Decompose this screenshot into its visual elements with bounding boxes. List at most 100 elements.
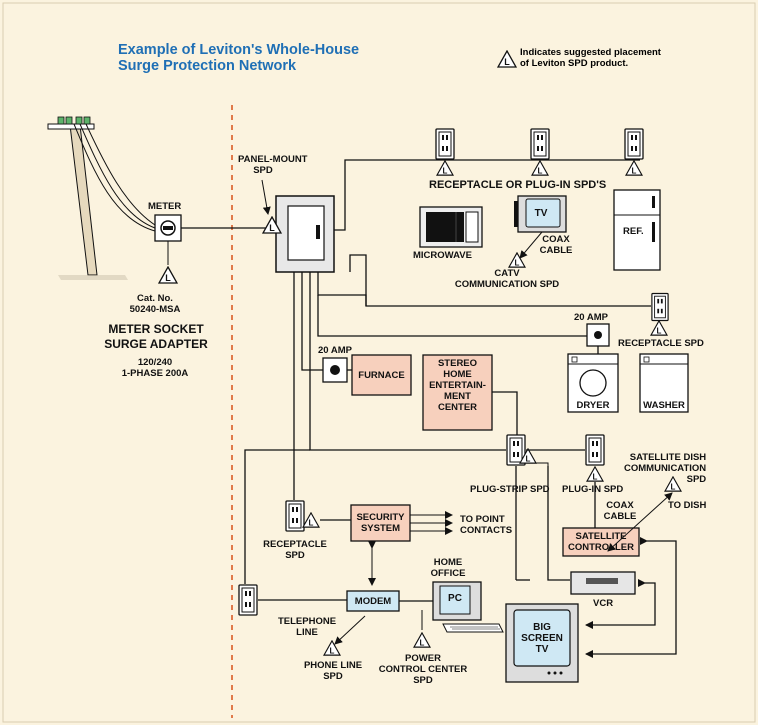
stereo-line-2: HOME	[443, 369, 472, 380]
meter-socket-line-1: METER SOCKET	[108, 322, 204, 336]
security-system-label: SECURITY SYSTEM	[351, 512, 410, 534]
spec-label: 120/240 1-PHASE 200A	[100, 357, 210, 379]
receptacle-spd-icon-2	[531, 160, 549, 176]
amp-dryer-label: 20 AMP	[574, 312, 608, 323]
washer-label: WASHER	[643, 400, 685, 411]
home-office-line-1: HOME	[433, 557, 463, 568]
big-tv-line-1: BIG	[533, 622, 551, 633]
outlet-plug-in	[585, 434, 605, 466]
catv-line-1: CATV	[494, 268, 520, 279]
meter-socket-label: METER SOCKET SURGE ADAPTER	[92, 322, 220, 352]
stereo-line-4: MENT	[444, 391, 471, 402]
title-line-2: Surge Protection Network	[118, 58, 297, 74]
big-tv-line-2: SCREEN	[521, 633, 563, 644]
amp-furnace-label: 20 AMP	[318, 345, 352, 356]
telephone-line-1: TELEPHONE	[277, 616, 337, 627]
satellite-spd-label: SATELLITE DISH COMMUNICATION SPD	[624, 452, 706, 485]
receptacle2-line-2: SPD	[285, 550, 305, 561]
electrical-panel	[275, 195, 335, 273]
coax-line-1: COAX	[542, 234, 570, 245]
meter-socket-line-2: SURGE ADAPTER	[104, 337, 208, 351]
title-line-1: Example of Leviton's Whole-House	[118, 42, 360, 58]
meter-label: METER	[148, 201, 182, 212]
stereo-box	[422, 354, 493, 431]
washer	[639, 353, 689, 413]
ref-label: REF.	[623, 226, 644, 237]
to-point-line-2: CONTACTS	[460, 525, 513, 536]
sat-line-3: SPD	[686, 474, 707, 485]
sat-ctrl-line-1: SATELLITE	[575, 531, 627, 542]
security-line-2: SYSTEM	[360, 523, 401, 534]
to-point-line-1: TO POINT	[460, 514, 505, 525]
receptacle-plugin-label: RECEPTACLE OR PLUG-IN SPD'S	[429, 179, 607, 191]
sat-line-2: COMMUNICATION	[624, 463, 707, 474]
outlet-tv	[530, 128, 550, 160]
receptacle-2-label: RECEPTACLE SPD	[262, 539, 328, 561]
power-line-2: CONTROL CENTER	[378, 664, 468, 675]
dryer-label: DRYER	[576, 400, 610, 411]
telephone-line-2: LINE	[296, 627, 318, 638]
stereo-line-5: CENTER	[437, 402, 478, 413]
security-spd-icon	[302, 512, 320, 528]
security-line-1: SECURITY	[356, 512, 405, 523]
vcr	[570, 571, 636, 595]
small-tv	[514, 195, 567, 233]
catv-line-2: COMMUNICATION SPD	[454, 279, 560, 290]
diagram-title: Example of Leviton's Whole-House Surge P…	[118, 42, 359, 74]
coax-line-2: CABLE	[539, 245, 573, 256]
plug-strip-label: PLUG-STRIP SPD	[470, 484, 550, 495]
receptacle-spd-label: RECEPTACLE SPD	[618, 338, 704, 349]
big-screen-tv-label: BIG SCREEN TV	[514, 622, 570, 655]
plug-in-spd-icon	[586, 466, 604, 482]
spec-line-1: 120/240	[137, 357, 173, 368]
to-dish-label: TO DISH	[668, 500, 707, 511]
receptacle-spd-icon-1	[436, 160, 454, 176]
stereo-label: STEREO HOME ENTERTAIN- MENT CENTER	[423, 358, 492, 413]
cat-no-label: Cat. No. 50240-MSA	[100, 293, 210, 315]
dryer	[567, 353, 619, 413]
utility-pole	[47, 116, 156, 280]
home-office-label: HOME OFFICE	[425, 557, 471, 579]
pc-label: PC	[448, 593, 462, 604]
phone-line-spd-label: PHONE LINE SPD	[298, 660, 368, 682]
panel-line-2: SPD	[253, 165, 273, 176]
furnace-box	[351, 354, 412, 396]
coax-label: COAX CABLE	[531, 234, 581, 256]
home-office-line-2: OFFICE	[430, 568, 466, 579]
spec-line-2: 1-PHASE 200A	[121, 368, 189, 379]
coax-cable-2-label: COAX CABLE	[600, 500, 640, 522]
power-line-3: SPD	[413, 675, 433, 686]
microwave	[419, 206, 483, 248]
washer-spd-icon	[650, 320, 668, 336]
catno-line-1: Cat. No.	[137, 293, 173, 304]
phone-spd-line-2: SPD	[323, 671, 343, 682]
power-line-1: POWER	[405, 653, 441, 664]
outlet-modem	[238, 584, 258, 616]
outlet-security	[285, 500, 305, 532]
panel-line-1: PANEL-MOUNT	[238, 154, 308, 165]
meter-spd-icon	[158, 266, 178, 284]
power-control-label: POWER CONTROL CENTER SPD	[378, 653, 468, 686]
receptacle2-line-1: RECEPTACLE	[263, 539, 327, 550]
legend-note: Indicates suggested placement of Leviton…	[520, 47, 661, 69]
refrigerator	[613, 189, 661, 271]
receptacle-spd-icon-3	[625, 160, 643, 176]
telephone-line-label: TELEPHONE LINE	[272, 616, 342, 638]
big-screen-tv	[505, 603, 579, 683]
outlet-fridge	[624, 128, 644, 160]
sat-line-1: SATELLITE DISH	[629, 452, 707, 463]
stereo-line-3: ENTERTAIN-	[429, 380, 486, 391]
modem-label: MODEM	[354, 596, 392, 607]
sat-ctrl-line-2: CONTROLLER	[568, 542, 634, 553]
phone-line-spd-icon	[323, 640, 341, 656]
meter	[154, 214, 182, 265]
phone-spd-line-1: PHONE LINE	[303, 660, 363, 671]
power-control-spd-icon	[413, 632, 431, 648]
satellite-controller-label: SATELLITE CONTROLLER	[563, 531, 639, 553]
catno-line-2: 50240-MSA	[129, 304, 181, 315]
security-system-box	[350, 504, 411, 542]
plug-in-label: PLUG-IN SPD	[562, 484, 624, 495]
to-point-contacts-label: TO POINT CONTACTS	[460, 514, 512, 536]
outlet-washer	[651, 292, 669, 322]
